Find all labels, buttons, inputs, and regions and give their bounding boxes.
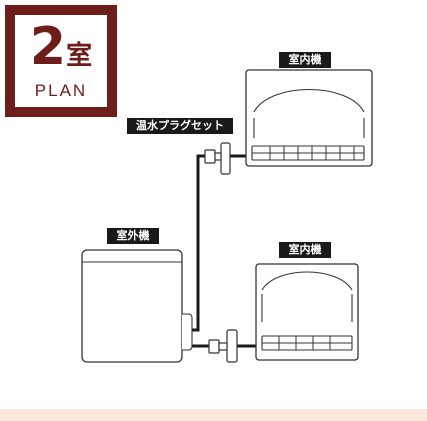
plan-text: PLAN bbox=[34, 81, 88, 100]
outdoor-unit bbox=[81, 249, 193, 363]
indoor-unit-upper bbox=[245, 69, 373, 167]
badge-top-line: 2室 bbox=[15, 21, 107, 73]
outdoor-unit-label: 室外機 bbox=[107, 228, 159, 244]
indoor-unit-upper-label: 室内機 bbox=[279, 52, 331, 68]
hot-water-plug-upper bbox=[204, 142, 231, 175]
footer-bar bbox=[0, 409, 427, 421]
badge-inner: 2室 PLAN bbox=[15, 15, 107, 107]
room-count-badge: 2室 PLAN bbox=[5, 5, 117, 117]
room-count-unit: 室 bbox=[66, 41, 93, 71]
pipe-to-upper-unit bbox=[183, 154, 213, 332]
indoor-unit-lower bbox=[255, 263, 359, 361]
indoor-unit-lower-label: 室内機 bbox=[279, 242, 331, 258]
hot-water-plug-lower bbox=[208, 329, 238, 363]
hot-water-plug-label: 温水プラグセット bbox=[127, 118, 233, 134]
piping bbox=[183, 154, 256, 348]
room-count-number: 2 bbox=[29, 17, 66, 77]
